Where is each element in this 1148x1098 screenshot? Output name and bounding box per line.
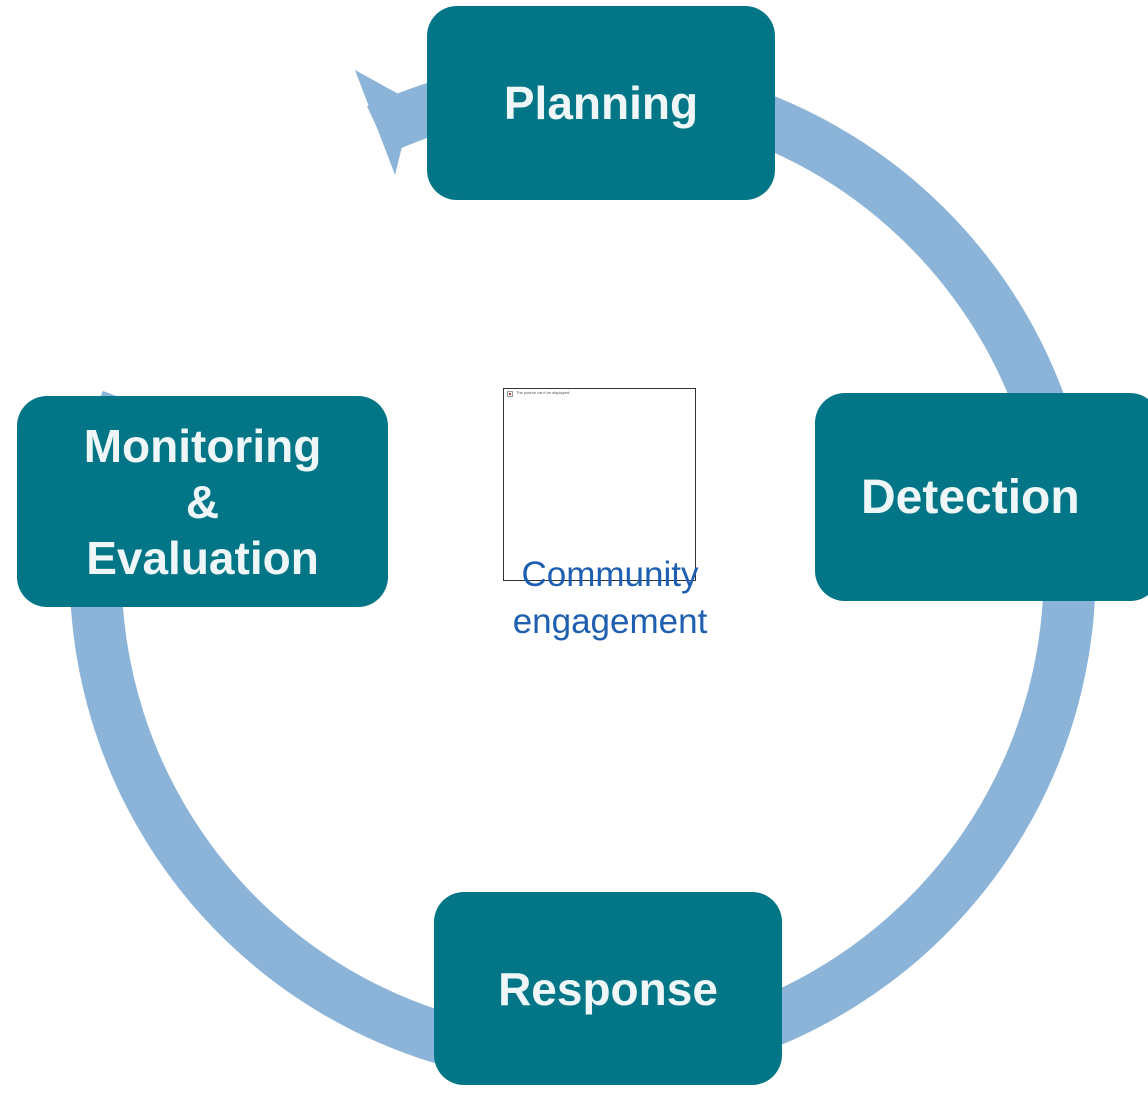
image-placeholder-text: The picture can't be displayed. — [516, 390, 571, 395]
center-label-line-2: engagement — [512, 602, 708, 641]
stage-response: Response — [434, 892, 782, 1085]
broken-image-icon — [507, 391, 513, 397]
stage-planning: Planning — [427, 6, 775, 200]
center-label: Community engagement — [470, 551, 750, 645]
stage-detection-label: Detection — [861, 470, 1080, 524]
stage-planning-label: Planning — [503, 77, 699, 129]
stage-monitoring-line-1: Monitoring — [83, 419, 322, 472]
stage-detection: Detection — [815, 393, 1148, 601]
center-label-line-1: Community — [521, 555, 699, 594]
stage-monitoring-line-3: Evaluation — [86, 531, 319, 584]
cycle-arc — [69, 59, 1096, 1085]
stage-response-label: Response — [498, 962, 718, 1015]
cycle-arrowhead — [355, 70, 413, 175]
stage-monitoring-line-2: & — [185, 475, 220, 528]
image-placeholder: The picture can't be displayed. — [503, 388, 696, 581]
stage-monitoring-evaluation: Monitoring & Evaluation — [17, 396, 388, 607]
